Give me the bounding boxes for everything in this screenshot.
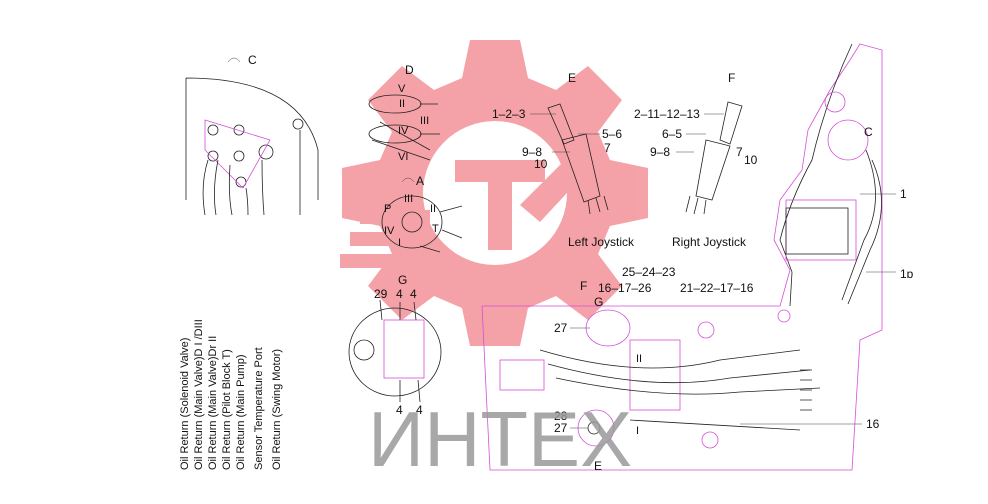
callout-27-top: 27 [554, 321, 568, 335]
callout-25-24-23: 25–24–23 [622, 265, 676, 279]
view-a-mark-iv: IV [384, 225, 395, 237]
callout-16-right: 16 [866, 417, 880, 431]
view-d-panel: D V II IV VI III [368, 63, 440, 163]
view-d-mark-v: V [398, 83, 406, 95]
view-a-mark-iii: III [404, 193, 413, 205]
left-joystick-label: Left Joystick [568, 235, 635, 249]
g-callout-4d: 4 [416, 403, 423, 417]
view-d-mark-iii: III [420, 115, 429, 127]
legend: Oil Return (Solenoid Valve) Oil Return (… [179, 319, 283, 470]
right-callout-2-11-12-13: 2–11–12–13 [634, 107, 700, 121]
view-a-mark-i: I [398, 237, 401, 249]
legend-item-1: Oil Return (Solenoid Valve) [179, 338, 191, 470]
right-callout-7: 7 [736, 145, 743, 159]
left-joystick-view: E 1–2–3 5–6 9–8 7 10 [492, 71, 622, 215]
legend-item-2: Oil Return (Main Valve)D I /DIII [193, 319, 205, 470]
g-callout-4a: 4 [396, 287, 403, 301]
view-g-panel: G 29 4 4 4 4 [348, 273, 442, 417]
view-e-label: E [568, 71, 576, 85]
mark-ii: II [636, 353, 642, 365]
view-f-label: F [728, 71, 735, 85]
view-a-mark-ii: II [430, 203, 436, 215]
view-a-panel: A P III II IV T I [381, 174, 463, 253]
legend-item-7: Oil Return (Swing Motor) [271, 349, 283, 470]
view-a-mark-t: T [432, 223, 439, 235]
right-callout-6-5: 6–5 [662, 127, 682, 141]
view-g2-label: G [594, 295, 603, 309]
legend-item-4: Oil Return (Pilot Block T) [221, 349, 233, 470]
callout-16-17-26: 16–17–26 [598, 281, 652, 295]
view-c-label: C [248, 53, 257, 67]
left-callout-10: 10 [534, 157, 548, 171]
view-d-mark-iv: IV [398, 125, 409, 137]
view-d-label: D [405, 63, 414, 77]
left-callout-9-8: 9–8 [522, 145, 542, 159]
g-callout-4b: 4 [410, 287, 417, 301]
view-f2-label: F [580, 279, 587, 293]
view-d-mark-vi: VI [398, 151, 408, 163]
callout-28: 28 [554, 409, 568, 423]
legend-item-3: Oil Return (Main Valve)Dr II [207, 336, 219, 470]
callout-1: 1 [900, 187, 907, 201]
view-d-mark-ii: II [399, 98, 405, 110]
view-g-label: G [398, 273, 407, 287]
machine-frame [481, 43, 883, 471]
right-callout-9-8: 9–8 [650, 145, 670, 159]
callout-27-bottom: 27 [554, 421, 568, 435]
left-callout-5-6: 5–6 [602, 127, 622, 141]
callout-21-22-17-16: 21–22–17–16 [680, 281, 754, 295]
right-joystick-label: Right Joystick [672, 235, 747, 249]
legend-item-6: Sensor Temperature Port [253, 347, 265, 470]
watermark-gear-logo [340, 40, 648, 346]
view-e2-label: E [594, 459, 602, 473]
left-callout-1-2-3: 1–2–3 [492, 107, 526, 121]
legend-item-5: Oil Return (Main Pump) [235, 354, 247, 470]
left-callout-7: 7 [604, 141, 611, 155]
g-callout-29: 29 [374, 287, 388, 301]
view-c-panel: C [185, 53, 319, 216]
g-callout-4c: 4 [396, 403, 403, 417]
view-a-label: A [416, 174, 424, 188]
view-a-mark-p: P [384, 203, 391, 215]
mark-i: I [636, 425, 639, 437]
watermark-text: ИНТЕХ [368, 395, 632, 483]
callout-15: 1ɒ [900, 267, 914, 281]
view-c2-label: C [864, 125, 873, 139]
right-callout-10: 10 [744, 153, 758, 167]
main-callouts: C 1 1ɒ 25–24–23 F 16–17–26 21–22–17–16 G… [554, 125, 914, 473]
right-joystick-view: F 2–11–12–13 6–5 9–8 7 10 [634, 71, 758, 215]
